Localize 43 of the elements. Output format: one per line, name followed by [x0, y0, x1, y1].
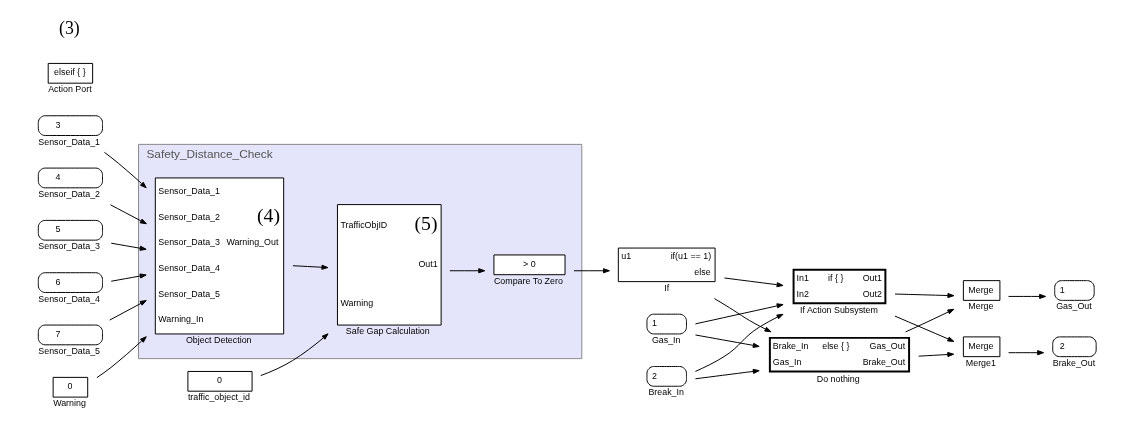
node-label: Object Detection: [185, 335, 252, 346]
arrow: [1008, 350, 1045, 356]
node-label: If: [664, 282, 670, 293]
node-label: Sensor_Data_4: [38, 293, 101, 304]
arrow: [694, 368, 760, 380]
node-label: Gas_Out: [1056, 301, 1092, 312]
arrow: [573, 268, 610, 274]
node-label: If Action Subsystem: [799, 305, 878, 316]
arrow: [109, 300, 147, 321]
arrow: [694, 313, 784, 372]
node-label: Merge: [968, 301, 994, 312]
arrow: [694, 303, 784, 325]
node-label: Sensor_Data_3: [38, 241, 101, 252]
arrow: [713, 298, 772, 333]
arrow: [110, 242, 147, 251]
node-label: traffic_object_id: [187, 392, 250, 403]
node-label: Compare To Zero: [493, 275, 563, 286]
arrow: [292, 264, 329, 270]
arrow: [918, 351, 955, 358]
node-label: Sensor_Data_1: [38, 136, 101, 147]
arrow: [894, 315, 955, 342]
node-label: Merge1: [965, 357, 996, 368]
node-label: Gas_In: [651, 335, 681, 346]
node-label: Do nothing: [816, 373, 860, 384]
arrow: [110, 273, 147, 282]
arrow: [103, 151, 147, 189]
label: (3): [59, 18, 80, 39]
node-label: Break_In: [648, 387, 684, 398]
arrow: [1008, 293, 1046, 299]
arrow: [109, 204, 147, 225]
arrow: [723, 277, 784, 288]
arrow: [96, 336, 147, 379]
arrow: [894, 292, 955, 299]
arrow: [905, 308, 955, 333]
node-label: Sensor_Data_2: [38, 188, 101, 199]
arrow: [449, 268, 486, 274]
node-label: Sensor_Data_5: [38, 345, 101, 356]
node-label: Warning: [53, 398, 86, 409]
arrow: [260, 333, 329, 377]
arrow: [694, 334, 760, 348]
node-label: Action Port: [48, 84, 92, 95]
node-label: Brake_Out: [1052, 357, 1096, 368]
node-label: Safe Gap Calculation: [345, 326, 430, 337]
